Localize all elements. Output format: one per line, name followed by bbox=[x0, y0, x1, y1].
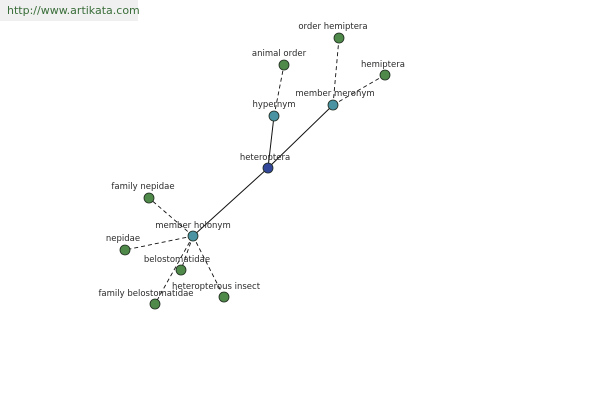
node-member-meronym[interactable]: member meronym bbox=[295, 89, 375, 111]
node-dot-animal-order[interactable] bbox=[278, 59, 290, 71]
edge-hypernym-to-animal-order bbox=[273, 64, 285, 117]
node-label-family-nepidae[interactable]: family nepidae bbox=[111, 182, 174, 192]
node-dot-hypernym[interactable] bbox=[268, 110, 280, 122]
node-order-hemiptera[interactable]: order hemiptera bbox=[298, 22, 368, 44]
url-banner: http://www.artikata.com bbox=[0, 0, 140, 21]
graph-edges bbox=[124, 37, 386, 305]
node-dot-order-hemiptera[interactable] bbox=[333, 32, 345, 44]
edge-heteroptera-to-member-holonym bbox=[192, 167, 269, 237]
node-heteropterous-insect[interactable]: heteropterous insect bbox=[172, 282, 261, 303]
node-label-hypernym[interactable]: hypernym bbox=[252, 100, 295, 110]
node-label-family-belostomatidae[interactable]: family belostomatidae bbox=[98, 289, 193, 299]
node-dot-family-nepidae[interactable] bbox=[143, 192, 155, 204]
node-dot-heteroptera[interactable] bbox=[262, 162, 274, 174]
node-label-animal-order[interactable]: animal order bbox=[252, 49, 307, 59]
node-family-belostomatidae[interactable]: family belostomatidae bbox=[98, 289, 194, 310]
node-label-hemiptera[interactable]: hemiptera bbox=[361, 60, 405, 70]
node-hemiptera[interactable]: hemiptera bbox=[361, 60, 405, 81]
node-label-belostomatidae[interactable]: belostomatidae bbox=[144, 255, 210, 265]
edge-member-holonym-to-family-nepidae bbox=[148, 197, 194, 237]
edge-member-meronym-to-hemiptera bbox=[332, 74, 386, 106]
edge-member-holonym-to-belostomatidae bbox=[180, 235, 194, 271]
node-dot-family-belostomatidae[interactable] bbox=[149, 298, 161, 310]
node-label-order-hemiptera[interactable]: order hemiptera bbox=[298, 22, 367, 32]
node-label-member-meronym[interactable]: member meronym bbox=[295, 89, 374, 99]
node-hypernym[interactable]: hypernym bbox=[252, 100, 296, 122]
node-dot-belostomatidae[interactable] bbox=[175, 264, 187, 276]
node-nepidae[interactable]: nepidae bbox=[106, 234, 140, 256]
edge-member-holonym-to-family-belostomatidae bbox=[154, 235, 194, 305]
node-dot-nepidae[interactable] bbox=[119, 244, 131, 256]
node-member-holonym[interactable]: member holonym bbox=[155, 221, 231, 242]
node-dot-member-holonym[interactable] bbox=[187, 230, 199, 242]
node-dot-hemiptera[interactable] bbox=[379, 69, 391, 81]
edge-heteroptera-to-hypernym bbox=[267, 115, 275, 169]
node-label-heteropterous-insect[interactable]: heteropterous insect bbox=[172, 282, 261, 292]
edge-member-holonym-to-heteropterous-insect bbox=[192, 235, 225, 298]
website-url-link[interactable]: http://www.artikata.com bbox=[7, 4, 140, 17]
edge-member-holonym-to-nepidae bbox=[124, 235, 194, 251]
node-label-heteroptera[interactable]: heteroptera bbox=[240, 153, 290, 163]
node-animal-order[interactable]: animal order bbox=[252, 49, 307, 71]
node-label-nepidae[interactable]: nepidae bbox=[106, 234, 140, 244]
node-heteroptera[interactable]: heteroptera bbox=[240, 153, 290, 174]
edge-heteroptera-to-member-meronym bbox=[267, 104, 334, 169]
node-dot-heteropterous-insect[interactable] bbox=[218, 291, 230, 303]
node-family-nepidae[interactable]: family nepidae bbox=[111, 182, 175, 204]
node-label-member-holonym[interactable]: member holonym bbox=[155, 221, 230, 231]
node-belostomatidae[interactable]: belostomatidae bbox=[144, 255, 210, 276]
node-dot-member-meronym[interactable] bbox=[327, 99, 339, 111]
edge-member-meronym-to-order-hemiptera bbox=[332, 37, 340, 106]
